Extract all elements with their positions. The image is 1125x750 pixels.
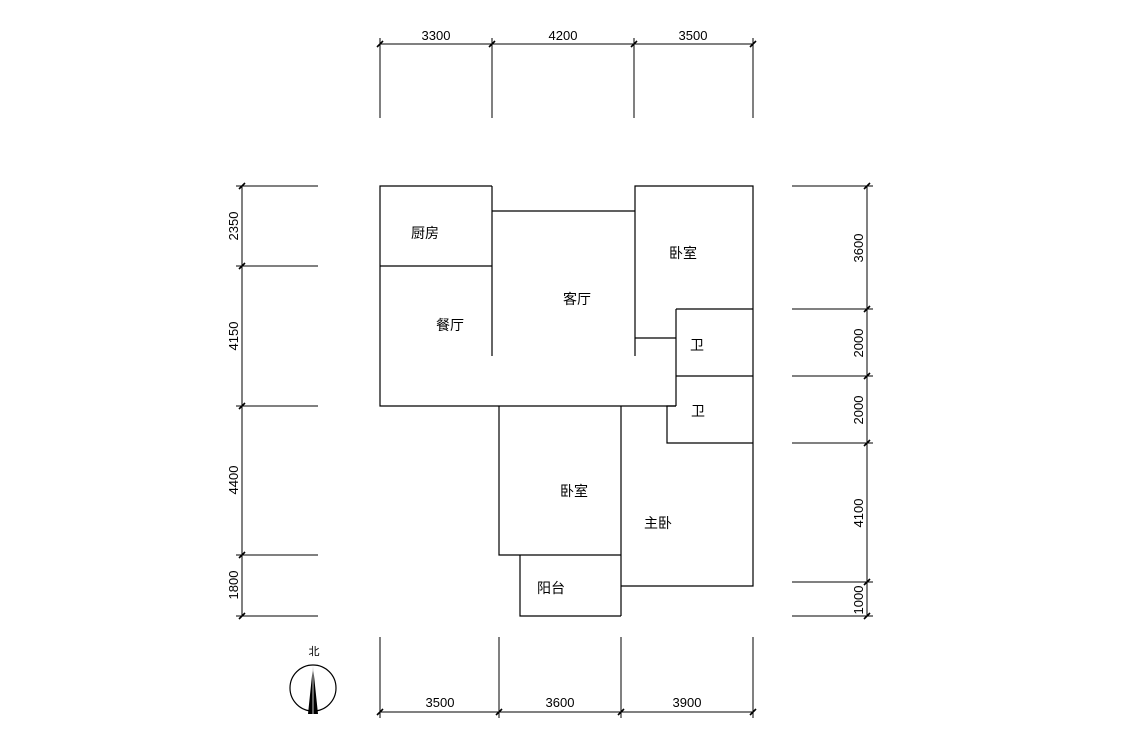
right-dimension-chain: 3600 2000 2000 4100 1000 (792, 182, 873, 620)
room-balcony: 阳台 (537, 581, 565, 597)
right-dim-2: 2000 (851, 329, 866, 358)
room-bedroom-ne: 卧室 (669, 245, 697, 262)
right-dim-1: 3600 (851, 234, 866, 263)
top-dimension-chain: 3300 4200 3500 (376, 28, 757, 118)
left-dim-1: 2350 (226, 212, 241, 241)
room-bedroom-south: 卧室 (560, 483, 588, 500)
room-master-bedroom: 主卧 (644, 516, 672, 532)
left-dimension-chain: 2350 4150 4400 1800 (226, 182, 318, 620)
bottom-dim-2: 3600 (546, 695, 575, 710)
right-dim-4: 4100 (851, 499, 866, 528)
bottom-dim-1: 3500 (426, 695, 455, 710)
top-dim-1: 3300 (422, 28, 451, 43)
bottom-dimension-chain: 3500 3600 3900 (376, 637, 757, 718)
north-label: 北 (309, 645, 320, 658)
room-bathroom-1: 卫 (690, 338, 704, 354)
walls (379, 185, 754, 617)
left-dim-4: 1800 (226, 571, 241, 600)
top-dim-3: 3500 (679, 28, 708, 43)
room-living: 客厅 (563, 291, 591, 308)
room-dining: 餐厅 (436, 318, 464, 334)
room-kitchen: 厨房 (411, 226, 439, 242)
left-dim-3: 4400 (226, 466, 241, 495)
right-dim-5: 1000 (851, 586, 866, 615)
top-dim-2: 4200 (549, 28, 578, 43)
north-arrow-icon: 北 (289, 645, 337, 714)
room-bathroom-2: 卫 (691, 404, 705, 420)
bottom-dim-3: 3900 (673, 695, 702, 710)
room-labels: 厨房 餐厅 客厅 卧室 卫 卫 卧室 主卧 阳台 (411, 226, 705, 597)
right-dim-3: 2000 (851, 396, 866, 425)
left-dim-2: 4150 (226, 322, 241, 351)
